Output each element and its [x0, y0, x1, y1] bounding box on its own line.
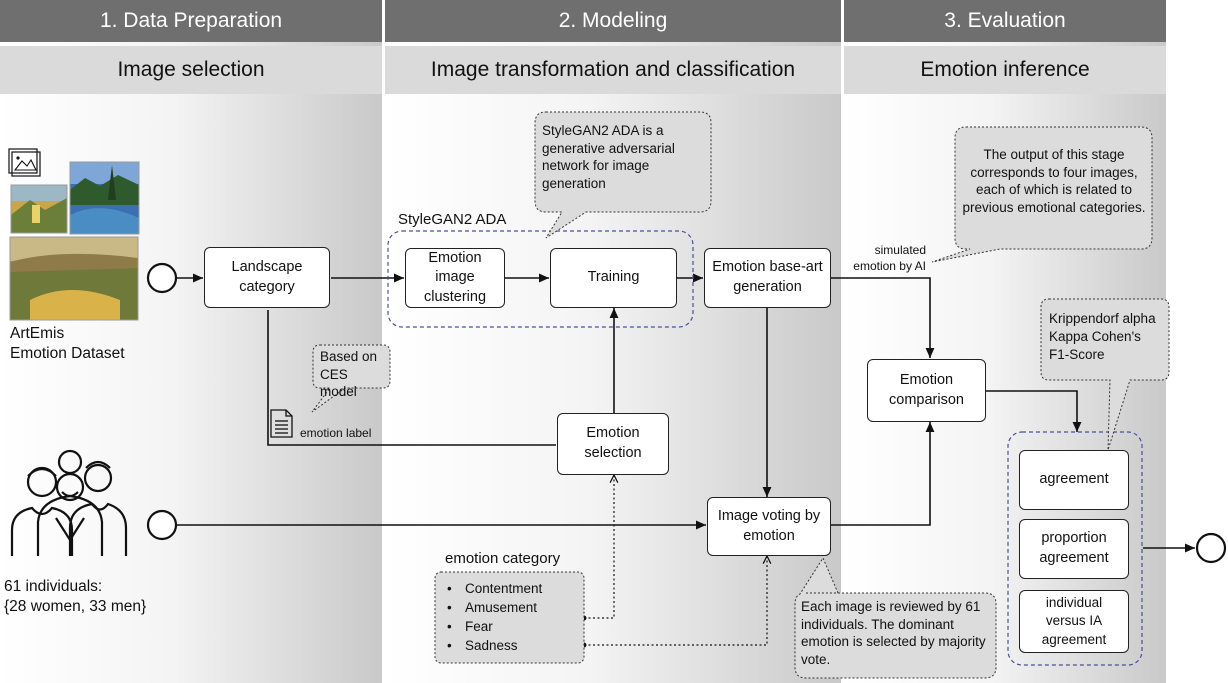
callout-ces-bubble — [311, 344, 391, 413]
node-landscape-category: Landscape category — [204, 247, 330, 308]
column-3-title: 3. Evaluation — [844, 0, 1166, 42]
image-gallery-icon — [8, 148, 41, 177]
callout-output-bubble — [931, 126, 1153, 263]
dotted-category-to-voting — [584, 556, 767, 646]
metric-kappa: Kappa Cohen's — [1049, 328, 1141, 344]
end-circle — [1195, 532, 1227, 564]
emotion-category-list: Contentment Amusement Fear Sadness — [445, 579, 583, 655]
node-emotion-comparison: Emotion comparison — [867, 359, 986, 422]
column-2-subtitle: Image transformation and classification — [385, 46, 841, 94]
callout-output-text: The output of this stage corresponds to … — [962, 147, 1146, 215]
column-data-preparation-bg — [0, 0, 382, 683]
node-emotion-clustering: Emotion image clustering — [405, 248, 505, 308]
stylegan-group-box — [387, 230, 694, 328]
arrow-voting-to-comparison — [831, 422, 935, 526]
callout-metrics-text: Krippendorf alpha Kappa Cohen's F1-Score — [1049, 310, 1167, 363]
dataset-subtitle: Emotion Dataset — [10, 345, 125, 363]
dotted-category-to-selection — [584, 475, 614, 619]
callout-stylegan-text: StyleGAN2 ADA is a generative adversaria… — [542, 123, 675, 191]
column-2-title: 2. Modeling — [385, 0, 841, 42]
node-proportion-agreement: proportion agreement — [1019, 519, 1129, 579]
start-circle-participants — [146, 509, 178, 541]
stylegan-group-label: StyleGAN2 ADA — [398, 211, 507, 228]
document-icon — [270, 409, 293, 438]
callout-stylegan-bubble — [534, 111, 712, 239]
emotion-category-title: emotion category — [445, 550, 561, 567]
node-emotion-selection: Emotion selection — [557, 413, 669, 475]
participants-count: 61 individuals: — [4, 578, 103, 595]
emotion-category-item: Contentment — [445, 579, 583, 598]
people-group-icon — [10, 449, 128, 556]
arrow-comparison-to-metrics — [986, 390, 1082, 432]
dataset-label: ArtEmis Emotion Dataset — [10, 324, 125, 364]
start-circle-dataset — [146, 262, 178, 294]
participants-breakdown: {28 women, 33 men} — [4, 598, 147, 616]
painting-thumbnail-3 — [9, 236, 139, 321]
emotion-category-item: Sadness — [445, 636, 583, 655]
edge-label-simulated-line2: emotion by AI — [853, 259, 926, 274]
node-image-voting: Image voting by emotion — [707, 497, 831, 556]
dataset-name: ArtEmis — [10, 325, 65, 342]
arrow-generation-to-comparison — [831, 277, 935, 358]
edge-label-emotion-label: emotion label — [300, 426, 372, 440]
arrow-landscape-to-selection — [267, 310, 556, 446]
column-1-title: 1. Data Preparation — [0, 0, 382, 42]
callout-ces-text: Based on CES model — [320, 349, 378, 400]
edge-label-simulated: simulated emotion by AI — [846, 242, 926, 274]
callout-voting-bubble — [794, 556, 997, 679]
node-individual-vs-ia: individual versus IA agreement — [1019, 590, 1129, 653]
edge-label-simulated-line1: simulated — [874, 243, 926, 257]
painting-thumbnail-2 — [69, 161, 140, 235]
column-3-subtitle: Emotion inference — [844, 46, 1166, 94]
node-base-art-generation: Emotion base-art generation — [704, 248, 831, 308]
metric-krippendorf: Krippendorf alpha — [1049, 311, 1156, 326]
emotion-category-item: Amusement — [445, 598, 583, 617]
node-agreement: agreement — [1019, 450, 1129, 510]
painting-thumbnail-1 — [10, 184, 68, 234]
callout-voting-text: Each image is reviewed by 61 individuals… — [801, 599, 986, 667]
metrics-group-box — [1007, 431, 1143, 666]
node-training: Training — [550, 248, 677, 308]
column-1-subtitle: Image selection — [0, 46, 382, 94]
participants-label: 61 individuals: {28 women, 33 men} — [4, 577, 146, 617]
emotion-category-item: Fear — [445, 617, 583, 636]
metric-f1: F1-Score — [1049, 346, 1105, 362]
callout-metrics-bubble — [1040, 298, 1170, 451]
